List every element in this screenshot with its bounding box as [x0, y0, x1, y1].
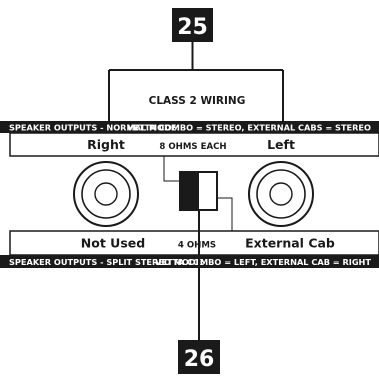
- mode-selector-switch[interactable]: [179, 171, 218, 211]
- left-jack-label: Left: [267, 137, 295, 152]
- right-jack-label: Right: [87, 137, 125, 152]
- left-speaker-jack[interactable]: [248, 161, 314, 227]
- split-mode-bar-left: SPEAKER OUTPUTS - SPLIT STEREO MODE:: [9, 257, 205, 267]
- right-speaker-jack[interactable]: [73, 161, 139, 227]
- callout-badge-top-label: 25: [177, 15, 208, 40]
- upper-label-box: [9, 132, 379, 157]
- normal-mode-bar-left: SPEAKER OUTPUTS - NORMAL MODE:: [9, 123, 180, 133]
- switch-connector-lines: [163, 156, 233, 231]
- ohms-label: 4 OHMS: [178, 241, 216, 251]
- not-used-label: Not Used: [81, 236, 145, 251]
- split-mode-bar-right: VETTA COMBO = LEFT, EXTERNAL CAB = RIGHT: [155, 257, 371, 267]
- wiring-class-title: CLASS 2 WIRING: [149, 95, 246, 107]
- callout-badge-top: [172, 8, 213, 42]
- top-callout-bracket: [108, 42, 284, 121]
- external-cab-label: External Cab: [245, 236, 335, 251]
- ohms-each-label: 8 OHMS EACH: [159, 142, 226, 152]
- normal-mode-bar: [0, 121, 379, 133]
- callout-badge-bottom: [178, 340, 220, 374]
- normal-mode-bar-right: VETTA COMBO = STEREO, EXTERNAL CABS = ST…: [127, 123, 371, 133]
- switch-toggle: [180, 172, 199, 210]
- split-mode-bar: [0, 255, 379, 268]
- callout-badge-bottom-label: 26: [184, 347, 215, 372]
